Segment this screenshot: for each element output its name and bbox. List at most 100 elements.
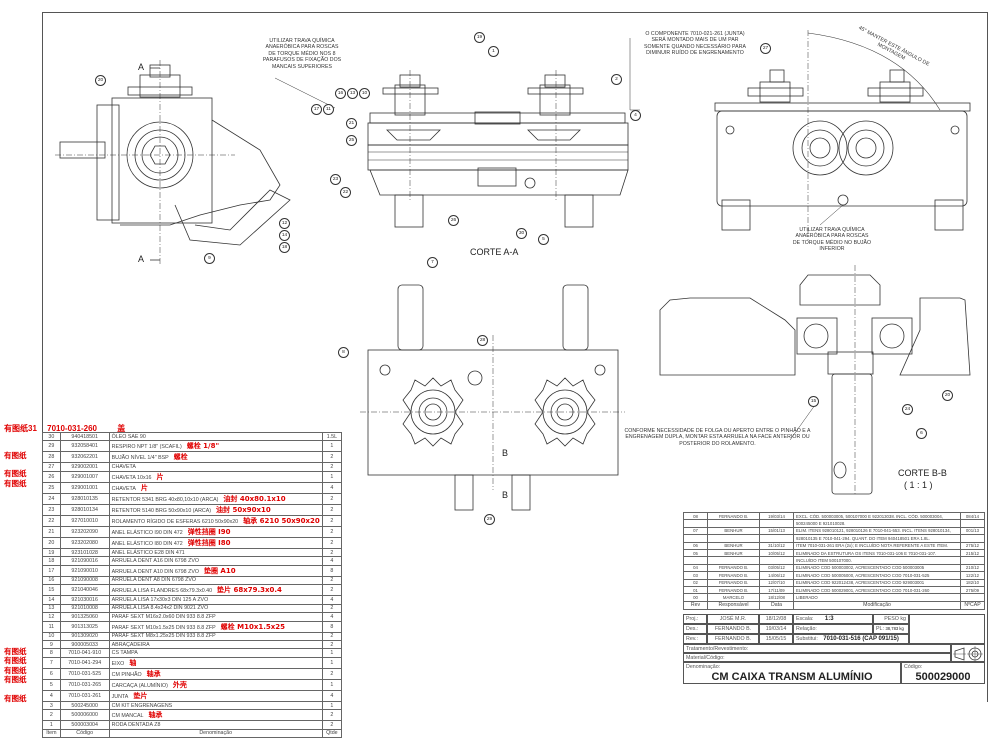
- bom-qty: 2: [321, 584, 343, 597]
- bom-code: 928010134: [59, 503, 110, 516]
- balloon: 2: [611, 74, 622, 85]
- bom-description: ANEL ELÁSTICO E28 DIN 471: [108, 547, 323, 558]
- bom-item: 25: [42, 481, 61, 494]
- bom-qty: 4: [321, 689, 343, 702]
- drawing-sheet-border: [42, 12, 988, 702]
- bom-chinese-annotation: 轴承: [148, 711, 163, 720]
- bom-item-text: 10: [48, 633, 55, 640]
- bom-description-text: CHAVETA 10x16: [111, 474, 152, 481]
- bom-item-text: 9: [49, 641, 53, 648]
- bom-item: 3: [42, 700, 61, 711]
- bom-qty-text: 1: [330, 659, 334, 666]
- rev-date: 15/01/13: [759, 526, 794, 536]
- bom-qty: 2: [321, 536, 343, 549]
- bom-description: CHAVETA: [108, 462, 323, 472]
- bom-code-text: 921010008: [71, 605, 98, 612]
- bom-chinese-annotation: 螺栓: [173, 453, 188, 462]
- rev-modification: EXCL. CÓD. 500003005, 500107000 E 922013…: [793, 511, 961, 521]
- bom-item: 26: [42, 470, 61, 483]
- bom-chinese-annotation: 垫圈 A10: [203, 566, 236, 575]
- rev-modification: ELIM. ITENS 928010121, 928010126 E 7010-…: [793, 526, 961, 536]
- bom-code-text: 7010-031-265: [68, 681, 102, 688]
- rev-modification: ELIMINADO COD 500029001, ACRESCENTADO CO…: [793, 585, 961, 595]
- rev-responsible: FERNANDO B.: [707, 511, 760, 521]
- balloon: 16: [335, 88, 346, 99]
- bom-qty: 2: [321, 720, 343, 730]
- balloon: 30: [516, 228, 527, 239]
- rev-col-rev: Rev: [683, 600, 708, 610]
- proj-name: JOSÉ M.R.: [707, 614, 759, 624]
- bom-description: PARAF SEXT M16x2.0x60 DIN 933 8.8 ZFP: [108, 612, 323, 622]
- bom-qty-text: 4: [330, 613, 334, 620]
- has-drawing-flag: 有图纸: [4, 656, 27, 666]
- bom-code: 927010010: [59, 514, 110, 527]
- bom-code: 923101028: [59, 547, 110, 558]
- bom-qty-text: 1: [330, 443, 334, 450]
- rev-cap: 122/12: [960, 571, 985, 580]
- rev-date: 31/10/12: [759, 541, 794, 550]
- rev-modification: 928010135 E 7010-041-294. QUANT. DO ITEM…: [793, 534, 961, 543]
- balloon: 12: [279, 218, 290, 229]
- leader-lines: [274, 38, 844, 441]
- bom-code: 928010135: [59, 492, 110, 505]
- bom-code: 7010-031-525: [59, 667, 110, 680]
- bom-item: 20: [42, 536, 61, 549]
- bom-code: 929001007: [59, 470, 110, 483]
- bom-code: 921090008: [59, 575, 110, 586]
- bom-description: CM KIT ENGRENAGENS: [108, 700, 323, 711]
- note-chemical-lock-upper: UTILIZAR TRAVA QUÍMICA ANAERÓBICA PARA R…: [262, 38, 342, 70]
- bom-item: 7: [42, 656, 61, 669]
- bom-item: 18: [42, 556, 61, 566]
- bom-code-text: 923101028: [71, 549, 98, 556]
- bom-qty-text: 2: [330, 587, 334, 594]
- bom-item: 17: [42, 564, 61, 577]
- rev-cap: 215/12: [960, 548, 985, 558]
- bom-qty-text: 1.5L: [326, 433, 338, 440]
- rev-responsible: BENHUR: [707, 526, 760, 536]
- rev-cap: [960, 593, 985, 602]
- balloon: 10: [359, 88, 370, 99]
- balloon: 23: [330, 174, 341, 185]
- bom-item: 27: [42, 462, 61, 472]
- has-drawing-flag: 有图纸: [4, 647, 27, 657]
- balloon: 8: [338, 347, 349, 358]
- bom-description-text: CHAVETA: [111, 485, 136, 492]
- bom-qty: 1.5L: [321, 431, 343, 442]
- bom-col-code: Código: [59, 728, 110, 738]
- bom-description-text: ARRUELA LISA 17x30x3 DIN 125 A ZVO: [111, 596, 209, 603]
- bom-description-text: BUJÃO NÍVEL 1/4" BSP: [111, 455, 169, 462]
- bom-qty-text: 1: [330, 650, 334, 657]
- bom-qty: 8: [321, 564, 343, 577]
- bom-qty-text: 2: [330, 495, 334, 502]
- bom-description-text: RETENTOR 5341 BRG 40x80,10x10 (ARCA): [111, 496, 219, 503]
- bom-description-text: CHAVETA: [111, 464, 136, 471]
- rev-col-cap: NºCAP: [960, 600, 985, 610]
- bom-qty: 2: [321, 462, 343, 472]
- substitutes-value: 7010-031-516 (CAP 091/15): [823, 636, 899, 642]
- code-field: Código: 500029000: [901, 662, 985, 684]
- bom-qty: 2: [321, 709, 343, 722]
- revision-row: 500245000 E 921010028.: [683, 519, 985, 528]
- pl-value: 38,783 kg: [885, 626, 904, 631]
- bom-item-text: 12: [48, 613, 55, 620]
- bom-code: 929002001: [59, 462, 110, 472]
- bom-col-description: Denominação: [108, 728, 323, 738]
- bom-col-qty: Qtde: [321, 728, 343, 738]
- balloon: 18: [279, 242, 290, 253]
- rev-modification: ELIMINADO COD 922012438, ACRESCENTADO CO…: [793, 578, 961, 587]
